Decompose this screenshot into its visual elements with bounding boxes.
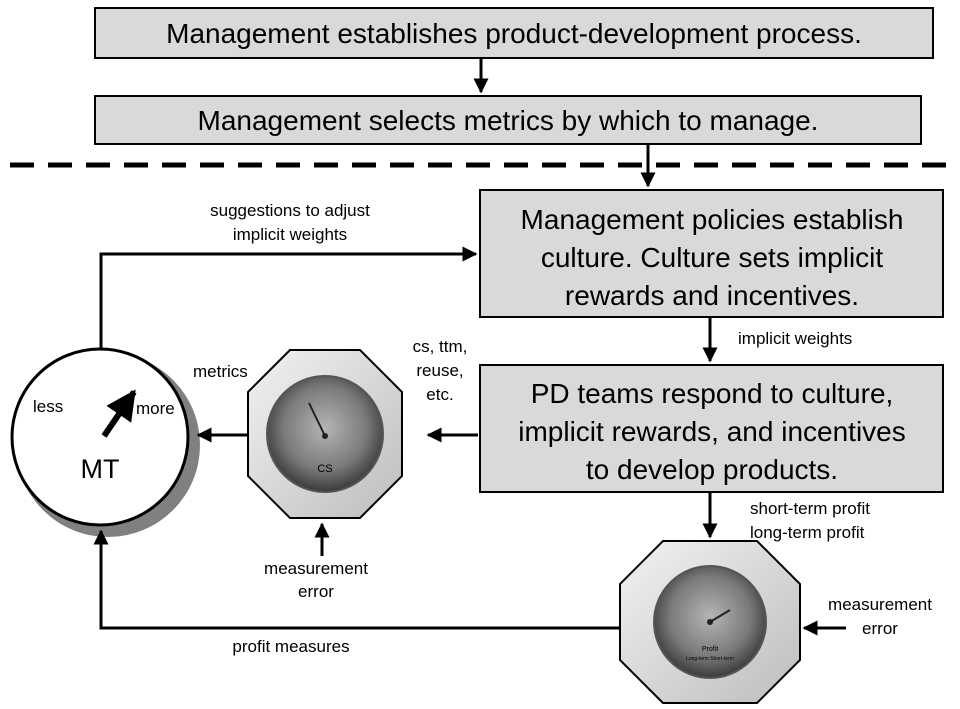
cs-gauge-face-label: CS (317, 463, 332, 475)
profit-gauge-face-label-2: Long-term Short-term (686, 656, 734, 662)
long-term-profit-label: long-term profit (750, 523, 865, 542)
suggestions-line-2: implicit weights (233, 225, 347, 244)
measurement-error-right-line-2: error (862, 619, 898, 638)
arrow-suggestions (99, 246, 478, 352)
implicit-weights-label: implicit weights (738, 329, 852, 348)
mt-less-label: less (33, 397, 63, 416)
teams-line-3: to develop products. (586, 454, 838, 485)
mt-gauge (10, 347, 190, 527)
arrow-profit-measures (93, 529, 620, 630)
measurement-error-left-line-1: measurement (264, 559, 368, 578)
metrics-label: metrics (193, 362, 248, 381)
cs-gauge-pivot (322, 433, 328, 439)
profit-measures-label: profit measures (232, 637, 349, 656)
cs-gauge-needle (308, 402, 326, 437)
mt-label: MT (81, 454, 120, 484)
cs-ttm-line-2: reuse, (416, 361, 463, 380)
cs-ttm-line-1: cs, ttm, (413, 337, 468, 356)
teams-line-1: PD teams respond to culture, (531, 378, 894, 409)
short-term-profit-label: short-term profit (750, 499, 870, 518)
mt-needle (101, 389, 137, 438)
measurement-error-left-line-2: error (298, 582, 334, 601)
mt-more-label: more (136, 399, 175, 418)
profit-gauge-needle (709, 609, 731, 623)
process-box (94, 7, 934, 59)
policies-box (479, 189, 944, 318)
policies-line-1: Management policies establish (521, 204, 904, 235)
cs-ttm-line-3: etc. (426, 385, 453, 404)
policies-line-2: culture. Culture sets implicit (541, 242, 884, 273)
profit-gauge-pivot (707, 619, 713, 625)
policies-line-3: rewards and incentives. (565, 280, 859, 311)
suggestions-line-1: suggestions to adjust (210, 201, 370, 220)
metrics-box (94, 95, 922, 145)
metrics-text: Management selects metrics by which to m… (198, 105, 819, 136)
teams-box (479, 364, 944, 493)
teams-line-2: implicit rewards, and incentives (518, 416, 906, 447)
profit-gauge-face-label-1: Profit (702, 646, 718, 653)
process-text: Management establishes product-developme… (166, 18, 862, 49)
measurement-error-right-line-1: measurement (828, 595, 932, 614)
